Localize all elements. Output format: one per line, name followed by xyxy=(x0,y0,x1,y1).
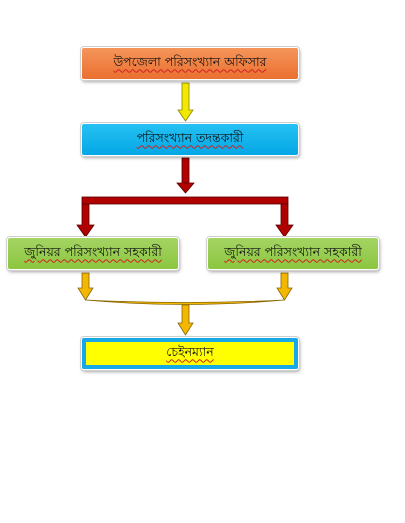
node-statistics-inspector: পরিসংখ্যান তদন্তকারী xyxy=(81,123,299,156)
node-label: উপজেলা পরিসংখ্যান অফিসার xyxy=(113,53,267,69)
arrow-inspector-to-juniors xyxy=(76,157,294,238)
node-junior-statistics-assistant-right: জুনিয়র পরিসংখ্যান সহকারী xyxy=(207,237,379,270)
node-label: জুনিয়র পরিসংখ্যান সহকারী xyxy=(24,243,162,259)
node-upazila-statistics-officer: উপজেলা পরিসংখ্যান অফিসার xyxy=(81,47,299,80)
arrow-officer-to-inspector xyxy=(177,82,194,122)
node-label: জুনিয়র পরিসংখ্যান সহকারী xyxy=(224,243,362,259)
node-junior-statistics-assistant-left: জুনিয়র পরিসংখ্যান সহকারী xyxy=(7,237,179,270)
arrow-juniors-to-chainman xyxy=(77,272,293,336)
node-chainman-fill: চেইনম্যান xyxy=(86,342,294,365)
node-label: পরিসংখ্যান তদন্তকারী xyxy=(136,129,244,145)
node-label: চেইনম্যান xyxy=(166,343,214,359)
node-chainman: চেইনম্যান xyxy=(81,337,299,370)
